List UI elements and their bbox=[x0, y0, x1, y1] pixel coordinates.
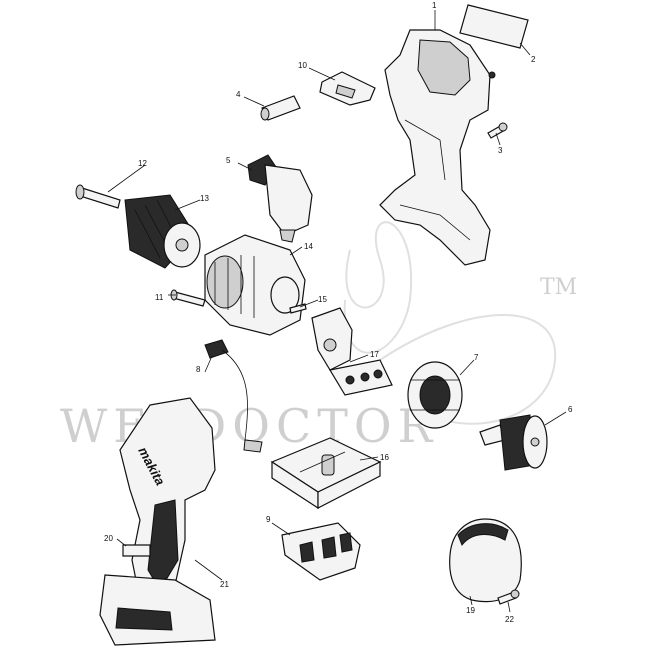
callout-12: 12 bbox=[138, 159, 147, 168]
callout-21: 21 bbox=[220, 580, 229, 589]
part-21-housing-left: makita bbox=[99, 397, 216, 646]
part-20-label bbox=[122, 544, 151, 557]
part-17-terminal-plate bbox=[311, 307, 393, 396]
part-22-screw bbox=[497, 589, 520, 605]
callout-10: 10 bbox=[298, 61, 307, 70]
callout-11: 11 bbox=[155, 293, 164, 302]
callout-7: 7 bbox=[474, 353, 479, 362]
part-14-gear-assembly bbox=[204, 234, 306, 336]
part-16-controller-board bbox=[270, 437, 382, 510]
callout-14: 14 bbox=[304, 242, 313, 251]
part-19-cover bbox=[449, 518, 522, 603]
part-3-screw bbox=[487, 122, 508, 139]
callout-4: 4 bbox=[236, 90, 241, 99]
callout-15: 15 bbox=[318, 295, 327, 304]
part-1-housing-right bbox=[379, 29, 496, 266]
part-2-name-plate bbox=[459, 4, 529, 49]
part-6-rotor bbox=[479, 414, 548, 471]
callout-9: 9 bbox=[266, 515, 271, 524]
watermark-trademark: TM bbox=[540, 275, 577, 300]
callout-numbers: 1 2 3 4 5 6 7 8 9 10 11 12 13 14 15 16 1… bbox=[104, 1, 573, 624]
part-13-keyless-chuck bbox=[124, 194, 201, 269]
callout-5: 5 bbox=[226, 156, 231, 165]
part-5-switch bbox=[247, 154, 313, 243]
callout-13: 13 bbox=[200, 194, 209, 203]
callout-6: 6 bbox=[568, 405, 573, 414]
part-7-stator bbox=[407, 361, 463, 429]
leader-lines bbox=[107, 10, 567, 613]
callout-22: 22 bbox=[505, 615, 514, 624]
callout-17: 17 bbox=[370, 350, 379, 359]
callout-16: 16 bbox=[380, 453, 389, 462]
callout-2: 2 bbox=[531, 55, 536, 64]
part-9-terminal-block bbox=[281, 522, 361, 581]
part-10-switch-lever bbox=[319, 71, 376, 106]
part-4-pin bbox=[260, 95, 301, 121]
callout-8: 8 bbox=[196, 365, 201, 374]
part-12-chuck-screw bbox=[75, 184, 121, 209]
part-11-screw bbox=[170, 289, 206, 307]
callout-3: 3 bbox=[498, 146, 503, 155]
callout-1: 1 bbox=[432, 1, 437, 10]
part-8-wire-connector bbox=[204, 339, 263, 453]
callout-20: 20 bbox=[104, 534, 113, 543]
callout-19: 19 bbox=[466, 606, 475, 615]
